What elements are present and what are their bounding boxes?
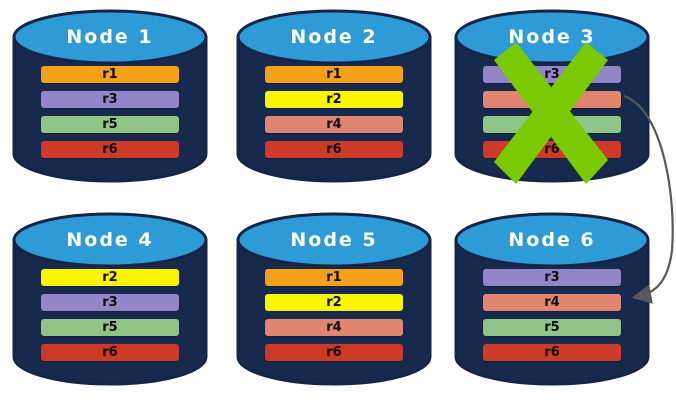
record-bar-r2[interactable]: r2 (265, 294, 403, 311)
record-bar-r3[interactable]: r3 (41, 294, 179, 311)
record-list: r1 r2 r4 r6 (265, 269, 403, 369)
record-bar-r6[interactable]: r6 (265, 141, 403, 158)
record-bar-r2[interactable]: r2 (41, 269, 179, 286)
record-bar-r1[interactable]: r1 (265, 66, 403, 83)
record-bar-r6[interactable]: r6 (41, 141, 179, 158)
record-bar-r6[interactable]: r6 (483, 141, 621, 158)
record-bar-r4[interactable]: r4 (483, 294, 621, 311)
record-bar-r5[interactable]: r5 (483, 319, 621, 336)
record-bar-r1[interactable]: r1 (41, 66, 179, 83)
record-bar-r5[interactable]: r5 (483, 116, 621, 133)
record-bar-r1[interactable]: r1 (265, 269, 403, 286)
record-list: r3 r4 r5 r6 (483, 66, 621, 166)
record-list: r1 r2 r4 r6 (265, 66, 403, 166)
record-list: r2 r3 r5 r6 (41, 269, 179, 369)
record-bar-r5[interactable]: r5 (41, 319, 179, 336)
record-bar-r6[interactable]: r6 (483, 344, 621, 361)
record-bar-r2[interactable]: r2 (265, 91, 403, 108)
record-bar-r4[interactable]: r4 (265, 116, 403, 133)
record-bar-r4[interactable]: r4 (265, 319, 403, 336)
record-bar-r6[interactable]: r6 (265, 344, 403, 361)
record-bar-r4[interactable]: r4 (483, 91, 621, 108)
record-list: r3 r4 r5 r6 (483, 269, 621, 369)
record-bar-r6[interactable]: r6 (41, 344, 179, 361)
record-bar-r3[interactable]: r3 (483, 66, 621, 83)
record-bar-r3[interactable]: r3 (41, 91, 179, 108)
record-list: r1 r3 r5 r6 (41, 66, 179, 166)
record-bar-r3[interactable]: r3 (483, 269, 621, 286)
record-bar-r5[interactable]: r5 (41, 116, 179, 133)
